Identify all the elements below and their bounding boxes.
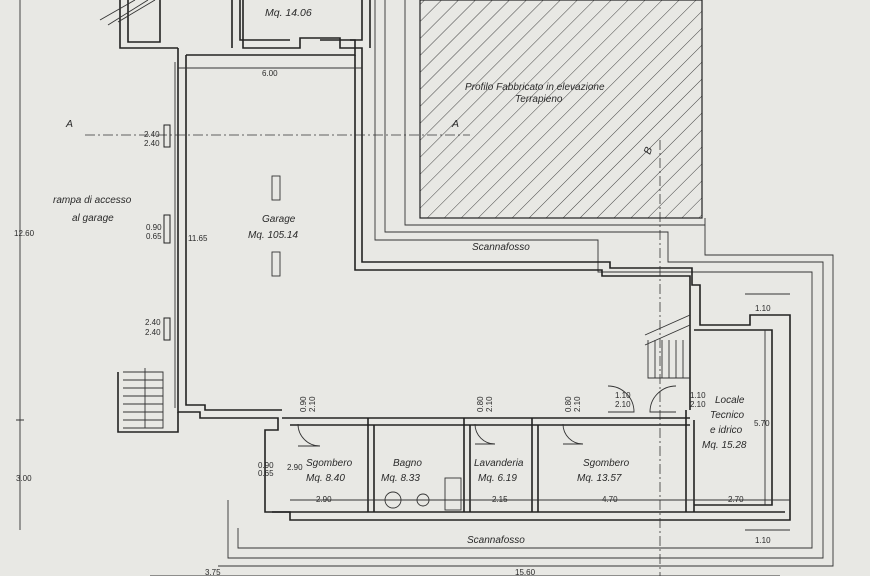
scannafosso-top-label: Scannafosso bbox=[472, 242, 530, 253]
section-a-right: A bbox=[451, 118, 459, 130]
small-door-dim-1: 0.90 bbox=[299, 396, 308, 412]
door-dim-2: 1.10 bbox=[690, 391, 706, 400]
window-left-1 bbox=[163, 124, 171, 148]
section-b: B bbox=[642, 145, 656, 156]
scannafosso-inner bbox=[237, 0, 813, 549]
small-door-dim-3: 0.80 bbox=[564, 396, 573, 412]
left-stair bbox=[123, 368, 164, 429]
partition-1 bbox=[367, 418, 375, 512]
sgombero2-name: Sgombero bbox=[583, 458, 630, 469]
lavanderia-width-dim: 2.15 bbox=[492, 495, 508, 504]
window-left-3 bbox=[163, 317, 171, 341]
sgombero1-width-dim: 2.90 bbox=[316, 495, 332, 504]
washer bbox=[444, 477, 462, 511]
garage-depth-dim: 11.65 bbox=[188, 234, 208, 243]
door-arc-2 bbox=[474, 423, 496, 445]
locale-text-1: Locale bbox=[715, 395, 745, 406]
bagno-area: Mq. 8.33 bbox=[381, 473, 420, 484]
window-dim-3b: 2.40 bbox=[145, 328, 161, 337]
scannafosso-outer-2 bbox=[218, 0, 834, 567]
garage-area: Mq. 105.14 bbox=[248, 230, 298, 241]
door-arc-5 bbox=[649, 385, 677, 413]
locale-depth-dim: 5.70 bbox=[754, 419, 770, 428]
garage-name: Garage bbox=[262, 214, 296, 225]
top-room-area: Mq. 14.06 bbox=[265, 7, 312, 19]
locale-text-2: Tecnico bbox=[710, 410, 745, 421]
locale-area: Mq. 15.28 bbox=[702, 440, 747, 451]
lavanderia-name: Lavanderia bbox=[474, 458, 524, 469]
top-left-stair bbox=[119, 0, 178, 49]
gap-right-dim: 1.10 bbox=[755, 304, 771, 313]
dim-left-vertical bbox=[16, 0, 24, 530]
bagno-name: Bagno bbox=[393, 458, 422, 469]
service-rooms-top bbox=[282, 417, 690, 426]
locale-width-dim: 2.70 bbox=[728, 495, 744, 504]
scannafosso-outer bbox=[227, 0, 824, 559]
lavanderia-area: Mq. 6.19 bbox=[478, 473, 517, 484]
small-door-dim-2: 0.80 bbox=[476, 396, 485, 412]
section-a-left: A bbox=[65, 118, 73, 130]
door-dim-2b: 2.10 bbox=[690, 400, 706, 409]
window-dim-1b: 2.40 bbox=[144, 139, 160, 148]
ramp-text-1: rampa di accesso bbox=[53, 195, 132, 206]
locale-top bbox=[694, 329, 773, 506]
sgombero2-area: Mq. 13.57 bbox=[577, 473, 622, 484]
window-dim-2: 0.90 bbox=[146, 223, 162, 232]
door-arc-3 bbox=[562, 423, 584, 445]
top-room-walls bbox=[231, 0, 371, 48]
partition-4 bbox=[685, 410, 695, 512]
side-window-dim-b: 0.65 bbox=[258, 469, 274, 478]
locale-text-3: e idrico bbox=[710, 425, 743, 436]
door-dim-1b: 2.10 bbox=[615, 400, 631, 409]
partition-2 bbox=[463, 418, 471, 512]
sgombero2-width-dim: 4.70 bbox=[602, 495, 618, 504]
window-dim-2b: 0.65 bbox=[146, 232, 162, 241]
garage-pillar-2 bbox=[271, 251, 281, 277]
ramp-text-2: al garage bbox=[72, 213, 114, 224]
lower-height-dim: 3.00 bbox=[16, 474, 32, 483]
small-door-dim-3b: 2.10 bbox=[573, 396, 582, 412]
door-arc-4 bbox=[607, 385, 635, 413]
window-dim-1: 2.40 bbox=[144, 130, 160, 139]
bottom-dim-right: 15.60 bbox=[515, 568, 536, 576]
garage-walls bbox=[177, 0, 791, 521]
sgombero1-depth-dim: 2.90 bbox=[287, 463, 303, 472]
window-left-2 bbox=[163, 214, 171, 244]
terrapieno-hatch bbox=[419, 0, 703, 219]
left-stair-wall bbox=[117, 372, 179, 433]
sgombero1-name: Sgombero bbox=[306, 458, 353, 469]
top-left-hatch bbox=[99, 0, 156, 26]
profile-text-2: Terrapieno bbox=[515, 94, 563, 105]
garage-walls-inner bbox=[185, 55, 282, 411]
garage-right-wall bbox=[354, 55, 691, 410]
window-dim-3: 2.40 bbox=[145, 318, 161, 327]
scannafosso-bottom-label: Scannafosso bbox=[467, 535, 525, 546]
total-height-dim: 12.60 bbox=[14, 229, 35, 238]
profile-text-1: Profilo Fabbricato in elevazione bbox=[465, 82, 605, 93]
partition-3 bbox=[531, 418, 539, 512]
top-width-dim: 6.00 bbox=[262, 69, 278, 78]
garage-pillar-1 bbox=[271, 175, 281, 201]
door-dim-1: 1.10 bbox=[615, 391, 631, 400]
middle-stair bbox=[644, 314, 691, 379]
sgombero1-area: Mq. 8.40 bbox=[306, 473, 345, 484]
side-window-dim: 0.90 bbox=[258, 461, 274, 470]
small-door-dim-2b: 2.10 bbox=[485, 396, 494, 412]
door-arc-1 bbox=[297, 423, 321, 447]
gap-bottom-dim: 1.10 bbox=[755, 536, 771, 545]
bottom-dim-left: 3.75 bbox=[205, 568, 221, 576]
small-door-dim-1b: 2.10 bbox=[308, 396, 317, 412]
